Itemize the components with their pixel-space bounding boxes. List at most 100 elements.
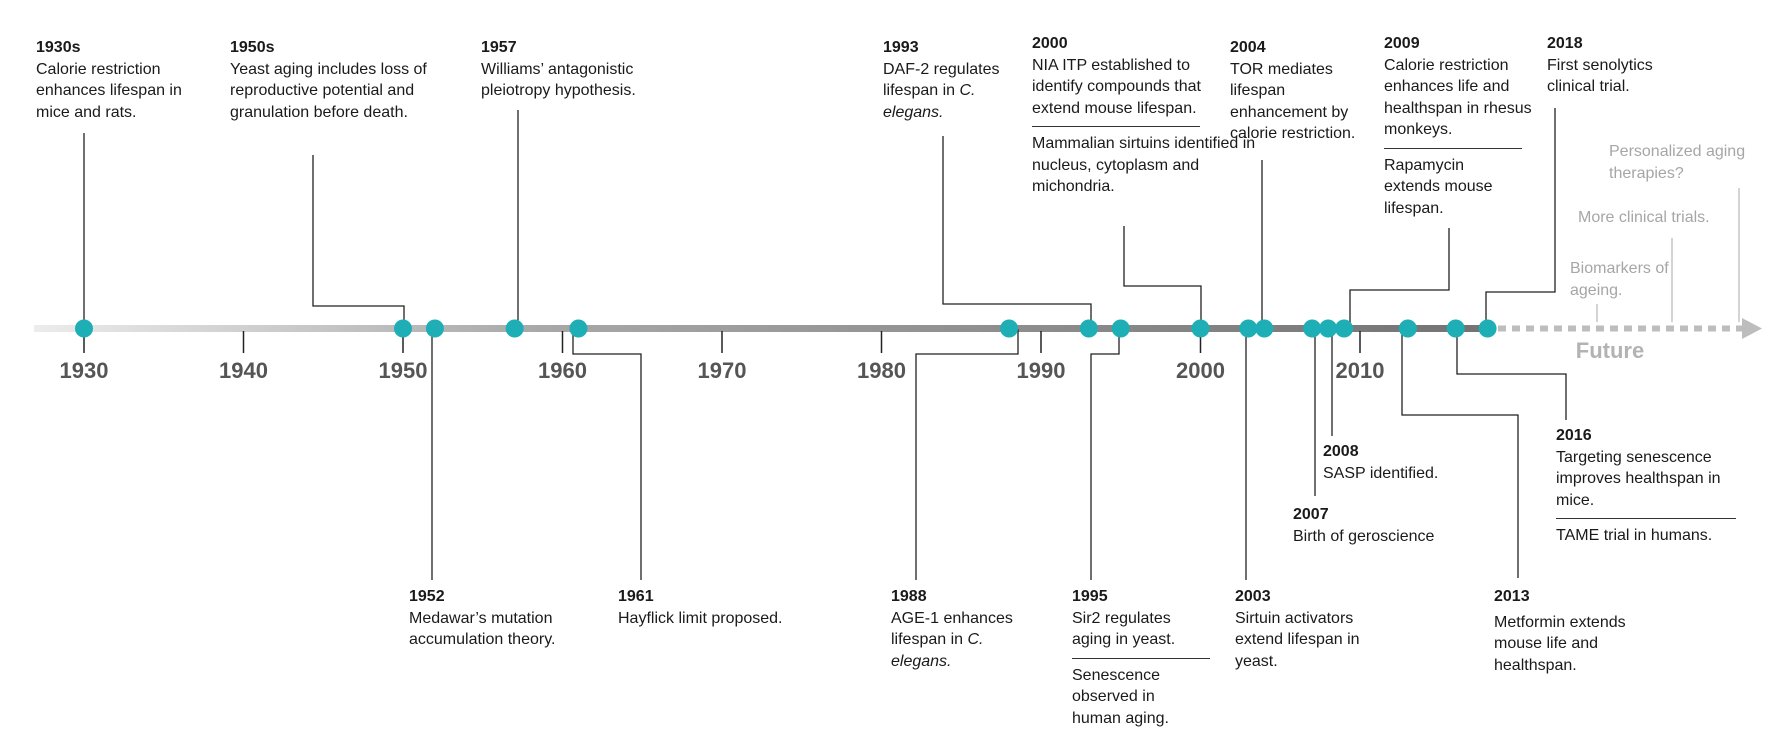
event-divider: [1072, 657, 1210, 659]
event-dot-1952: [425, 319, 444, 338]
event-2009: 2009 Calorie restriction enhances life a…: [1384, 33, 1534, 219]
event-text: Sir2 regulates aging in yeast.: [1072, 609, 1176, 649]
event-text: Hayflick limit proposed.: [618, 609, 783, 627]
connector-1950s: [312, 155, 405, 329]
event-dot-2008: [1319, 319, 1338, 338]
event-year: 2007: [1293, 506, 1329, 523]
event-year: 1950s: [230, 39, 275, 56]
event-text: Birth of geroscience: [1293, 527, 1435, 545]
event-text: Medawar’s mutation accumulation theory.: [409, 609, 556, 649]
event-dot-1995: [1111, 319, 1130, 338]
event-1993: 1993 DAF-2 regulates lifespan in C. eleg…: [883, 37, 1023, 123]
connector-1993: [942, 136, 1092, 329]
event-year: 2016: [1556, 427, 1592, 444]
event-2013: 2013 Metformin extends mouse life and he…: [1494, 586, 1644, 676]
event-year: 1988: [891, 588, 927, 605]
event-dot-2009: [1335, 319, 1354, 338]
event-text: Targeting senescence improves healthspan…: [1556, 448, 1721, 509]
future-arrowhead-icon: [1742, 318, 1762, 339]
event-1952: 1952 Medawar’s mutation accumulation the…: [409, 586, 599, 651]
event-text-species: C. elegans.: [883, 82, 976, 121]
event-2008: 2008 SASP identified.: [1323, 441, 1473, 484]
event-text: Williams’ antagonistic pleiotropy hypoth…: [481, 60, 636, 100]
event-text: DAF-2 regulates lifespan in C. elegans.: [883, 59, 1023, 124]
event-year: 2008: [1323, 443, 1359, 460]
connector-2016: [1456, 329, 1567, 420]
tick-label-1980: 1980: [857, 358, 906, 383]
event-year: 1995: [1072, 588, 1108, 605]
future-text: More clinical trials.: [1578, 209, 1710, 226]
event-dot-1930: [75, 319, 93, 338]
event-2003: 2003 Sirtuin activators extend lifespan …: [1235, 586, 1385, 672]
tick-label-1930: 1930: [60, 358, 109, 383]
event-year: 1957: [481, 39, 517, 56]
event-dot-2004: [1255, 319, 1274, 338]
event-divider: [1032, 126, 1200, 127]
future-text: Biomarkers of ageing.: [1570, 260, 1669, 299]
event-1961: 1961 Hayflick limit proposed.: [618, 586, 838, 629]
event-text-secondary: Mammalian sirtuins identified in nucleus…: [1032, 135, 1256, 195]
tick-label-1970: 1970: [698, 358, 747, 383]
event-divider: [1556, 518, 1736, 519]
event-1995: 1995 Sir2 regulates aging in yeast. Sene…: [1072, 586, 1212, 729]
event-text-secondary: Rapamycin extends mouse lifespan.: [1384, 156, 1493, 217]
event-text: SASP identified.: [1323, 464, 1439, 482]
tick-label-2010: 2010: [1336, 358, 1385, 383]
event-year: 1961: [618, 588, 654, 605]
event-text-secondary: Senescence observed in human aging.: [1072, 666, 1169, 727]
event-text-species: C. elegans.: [891, 631, 984, 670]
event-dot-1988: [1000, 319, 1019, 338]
event-dot-1993: [1079, 319, 1098, 338]
event-text: Sirtuin activators extend lifespan in ye…: [1235, 609, 1360, 670]
event-year: 2013: [1494, 588, 1530, 605]
tick-label-1950: 1950: [379, 358, 428, 383]
event-dots: [75, 319, 1497, 338]
tick-label-1940: 1940: [219, 358, 268, 383]
connector-1988: [915, 329, 1019, 580]
event-text: Calorie restriction enhances life and he…: [1384, 56, 1532, 139]
event-dot-1950: [394, 319, 412, 338]
event-text-secondary: TAME trial in humans.: [1556, 527, 1713, 544]
connector-2018: [1485, 108, 1556, 329]
connector-2009: [1349, 228, 1450, 329]
event-year: 2018: [1547, 35, 1583, 52]
event-dot-2018: [1478, 319, 1497, 338]
event-2007: 2007 Birth of geroscience: [1293, 504, 1483, 547]
event-year: 2004: [1230, 39, 1266, 56]
event-text: Metformin extends mouse life and healths…: [1494, 613, 1626, 674]
event-text: Calorie restriction enhances lifespan in…: [36, 60, 182, 121]
future-personalized-therapies: Personalized aging therapies?: [1609, 141, 1759, 184]
event-dot-1961: [569, 319, 588, 338]
connector-2000: [1123, 226, 1202, 329]
event-dot-2013: [1398, 319, 1417, 338]
event-text: First senolytics clinical trial.: [1547, 56, 1653, 96]
event-dot-2007: [1303, 319, 1322, 338]
event-year: 1993: [883, 39, 919, 56]
event-1988: 1988 AGE-1 enhances lifespan in C. elega…: [891, 586, 1041, 672]
event-2016: 2016 Targeting senescence improves healt…: [1556, 425, 1736, 547]
event-connectors: [83, 108, 1740, 580]
event-year: 2003: [1235, 588, 1271, 605]
event-text: NIA ITP established to identify compound…: [1032, 56, 1201, 117]
connector-2013: [1401, 329, 1519, 578]
future-clinical-trials: More clinical trials.: [1578, 207, 1758, 229]
connector-1961: [572, 329, 642, 580]
tick-label-2000: 2000: [1176, 358, 1225, 383]
event-1957: 1957 Williams’ antagonistic pleiotropy h…: [481, 37, 681, 102]
event-dot-2016: [1446, 319, 1465, 338]
event-dot-2000: [1191, 319, 1210, 338]
event-year: 1952: [409, 588, 445, 605]
event-2018: 2018 First senolytics clinical trial.: [1547, 33, 1687, 98]
event-year: 2009: [1384, 35, 1420, 52]
timeline-axis-line: [34, 325, 1484, 332]
tick-label-1960: 1960: [538, 358, 587, 383]
event-1930s: 1930s Calorie restriction enhances lifes…: [36, 37, 206, 123]
event-text-pre: DAF-2 regulates lifespan in: [883, 60, 1000, 100]
event-2004: 2004 TOR mediates lifespan enhancement b…: [1230, 37, 1380, 145]
future-label: Future: [1576, 338, 1644, 363]
connector-1995: [1090, 329, 1120, 580]
event-dot-2003: [1239, 319, 1258, 338]
